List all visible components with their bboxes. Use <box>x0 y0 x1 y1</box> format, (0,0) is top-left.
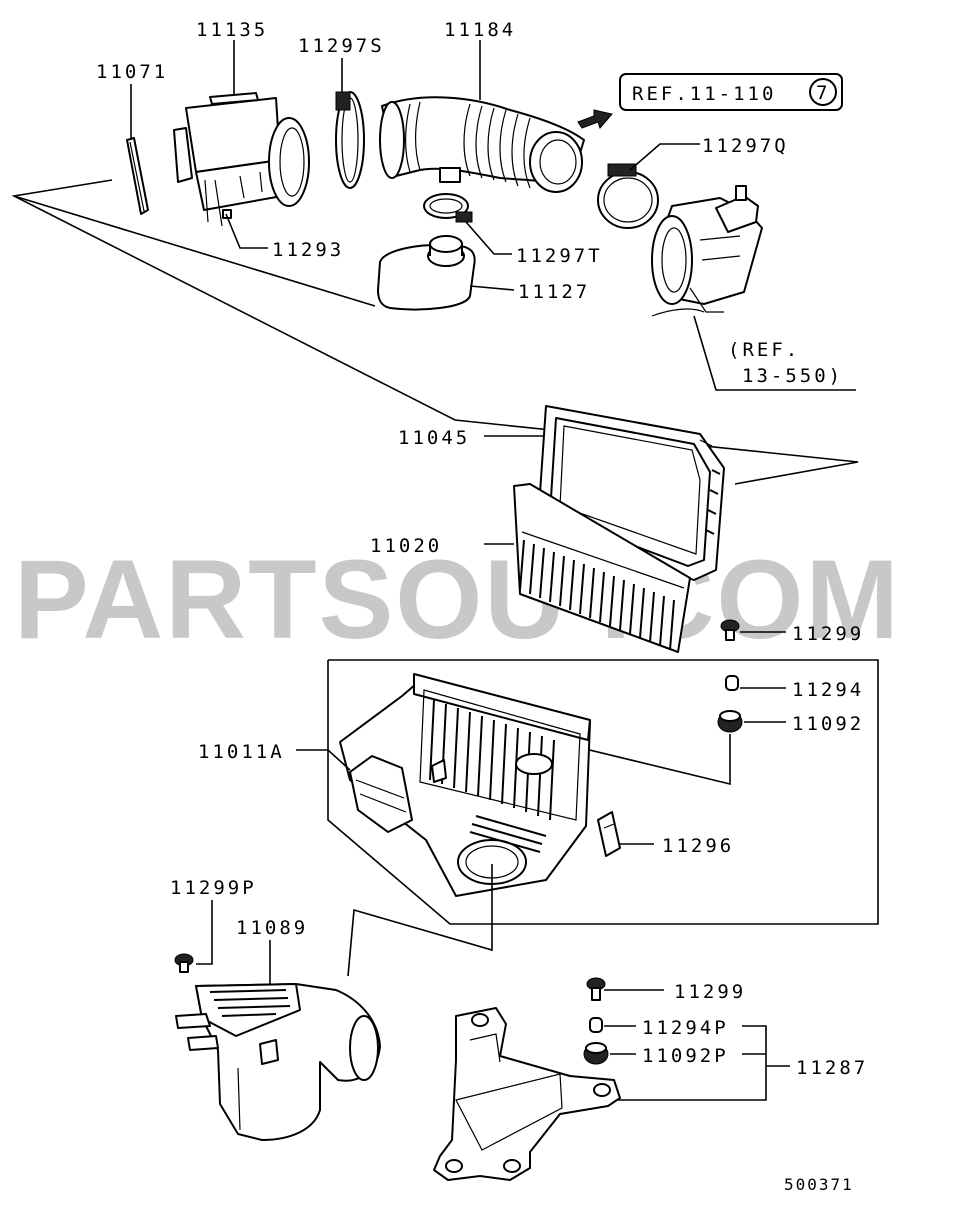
grommet-11092-part[interactable] <box>717 710 743 733</box>
group-outline-left <box>13 195 376 307</box>
label-ref-13-550-a: (REF. <box>728 339 800 361</box>
label-11092: 11092 <box>792 713 864 735</box>
air-filter-element-11020-part[interactable] <box>513 483 691 653</box>
label-11045: 11045 <box>398 427 470 449</box>
airflow-sensor-11135-part[interactable] <box>173 92 310 227</box>
ref-11-110-number: 7 <box>816 82 830 104</box>
label-11297T: 11297T <box>516 245 603 267</box>
collar-11294-part[interactable] <box>725 675 739 691</box>
label-11011A: 11011A <box>198 741 285 763</box>
clip-11296-part[interactable] <box>597 811 621 857</box>
ref-11-110-callout[interactable]: REF.11-110 7 <box>619 73 843 111</box>
hose-clamp-11297Q-part[interactable] <box>597 163 659 229</box>
label-11297Q: 11297Q <box>702 135 789 157</box>
label-11297S: 11297S <box>298 35 385 57</box>
label-11020: 11020 <box>370 535 442 557</box>
label-11296: 11296 <box>662 835 734 857</box>
hose-clamp-11297S-part[interactable] <box>335 91 365 189</box>
label-11294P: 11294P <box>642 1017 729 1039</box>
throttle-body-part[interactable] <box>651 185 763 317</box>
label-11071: 11071 <box>96 61 168 83</box>
bracket-11287-group-lines <box>606 1025 767 1101</box>
label-11184: 11184 <box>444 19 516 41</box>
arrow-right-icon <box>577 109 613 129</box>
label-11293: 11293 <box>272 239 344 261</box>
group-outline-upper <box>11 179 859 485</box>
label-11089: 11089 <box>236 917 308 939</box>
bolt-11299-lower-part[interactable] <box>586 977 606 1001</box>
bracket-11287-part[interactable] <box>433 1007 621 1181</box>
label-11092P: 11092P <box>642 1045 729 1067</box>
label-11299-upper: 11299 <box>792 623 864 645</box>
ref-11-110-label: REF.11-110 <box>632 83 776 105</box>
label-11127: 11127 <box>518 281 590 303</box>
label-ref-13-550-b: 13-550) <box>742 365 843 387</box>
bolt-11299-upper-part[interactable] <box>720 619 740 641</box>
label-11299P: 11299P <box>170 877 257 899</box>
bolt-11299P-part[interactable] <box>174 953 194 973</box>
air-duct-11089-part[interactable] <box>175 983 381 1141</box>
watermark-text: PARTSOU .COM <box>14 537 901 662</box>
resonator-11127-part[interactable] <box>377 235 476 311</box>
intake-hose-11184-part[interactable] <box>379 96 585 193</box>
label-11299-lower: 11299 <box>674 981 746 1003</box>
hose-clamp-11297T-part[interactable] <box>423 193 473 223</box>
collar-11294P-part[interactable] <box>589 1017 603 1033</box>
label-11287: 11287 <box>796 1057 868 1079</box>
grommet-11092P-part[interactable] <box>583 1042 609 1065</box>
gasket-11071-part[interactable] <box>126 137 149 215</box>
air-cleaner-case-11011A-part[interactable] <box>339 673 591 897</box>
label-11135: 11135 <box>196 19 268 41</box>
lower-case-group-box <box>327 659 879 925</box>
diagram-id: 500371 <box>784 1175 854 1194</box>
label-11294: 11294 <box>792 679 864 701</box>
